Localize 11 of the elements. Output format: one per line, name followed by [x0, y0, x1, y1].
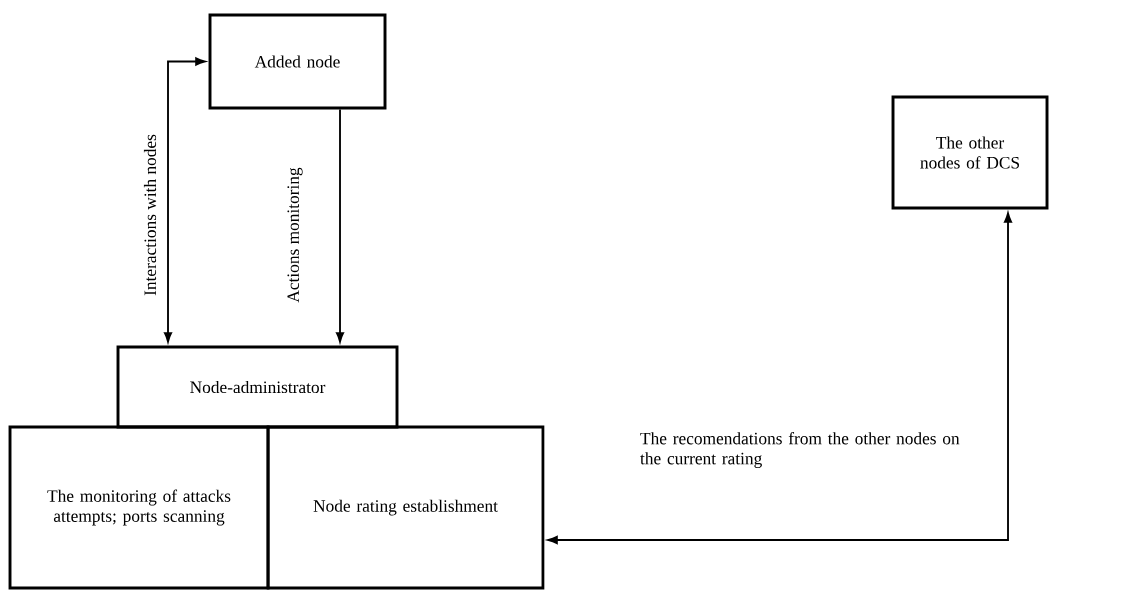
arrow [335, 108, 345, 343]
process-box: The monitoring of attacks attempts; ports scanning [8, 425, 270, 590]
edge-label: The recomendations from the other nodes on the current rating [638, 430, 972, 470]
arrow [163, 57, 206, 343]
process-box: The other nodes of DCS [891, 95, 1049, 210]
process-box: Node rating establishment [266, 425, 545, 590]
edge-label: Interactions with nodes [142, 132, 158, 298]
process-box: Added node [208, 13, 387, 110]
process-box: Node-administrator [116, 345, 399, 429]
edge-label: Actions monitoring [286, 166, 304, 304]
arrow [547, 212, 1013, 545]
